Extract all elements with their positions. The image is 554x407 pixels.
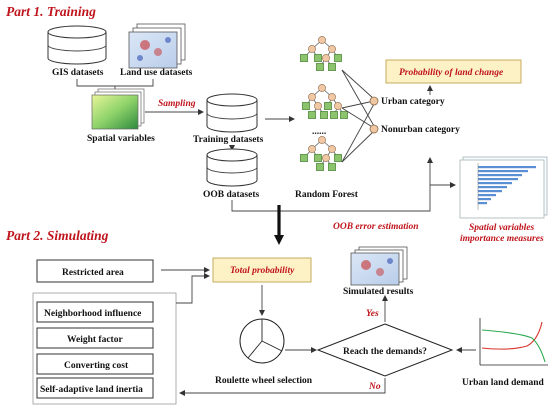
tree-leaf	[316, 163, 324, 171]
tree-leaf	[300, 154, 308, 162]
random-forest-label: Random Forest	[295, 190, 359, 200]
decision-tree-3	[300, 136, 342, 171]
part1-title: Part 1. Training	[6, 4, 96, 19]
gis-datasets-cylinder	[47, 25, 107, 65]
converting-cost-label: Converting cost	[64, 361, 129, 371]
tree-node	[322, 54, 330, 62]
importance-chart-thumbnail	[459, 156, 548, 219]
roulette-wheel-label: Roulette wheel selection	[215, 376, 313, 386]
tree-leaf	[314, 54, 322, 62]
yes-label: Yes	[366, 309, 379, 319]
self-adaptive-inertia-box	[36, 377, 154, 399]
tree-leaf	[328, 63, 336, 71]
urban-category-label: Urban category	[381, 97, 445, 107]
tree-leaf	[328, 163, 336, 171]
weight-factor-box	[36, 327, 154, 349]
oob-error-label: OOB error estimation	[333, 222, 419, 232]
tree-leaf	[314, 154, 322, 162]
total-probability-label: Total probability	[230, 266, 295, 276]
oob-datasets-label: OOB datasets	[203, 190, 260, 200]
tree-leaf	[300, 54, 308, 62]
roulette-wheel	[239, 318, 285, 364]
reach-demands-diamond	[316, 323, 454, 377]
tree-node	[318, 36, 326, 44]
urban-land-demand-chart	[479, 318, 548, 366]
tree-leaf	[330, 111, 338, 119]
decision-tree-2	[302, 84, 348, 119]
converting-cost-box	[36, 353, 154, 375]
tree-leaf	[340, 111, 348, 119]
tree-node	[334, 102, 342, 110]
sampling-label: Sampling	[158, 99, 196, 109]
simulated-results-stack	[350, 246, 408, 286]
tree-node	[308, 45, 316, 53]
gis-datasets-label: GIS datasets	[52, 68, 104, 78]
tree-node	[308, 93, 316, 101]
tree-node	[318, 136, 326, 144]
factors-group	[32, 292, 177, 405]
neighborhood-influence-box	[36, 301, 154, 323]
tree-ellipsis: ......	[312, 127, 326, 137]
tree-leaf	[316, 63, 324, 71]
probability-land-change-box	[385, 59, 522, 84]
tree-node	[328, 145, 336, 153]
tree-leaf	[324, 102, 332, 110]
training-datasets-cylinder	[206, 93, 258, 133]
tree-node	[314, 102, 322, 110]
part2-title: Part 2. Simulating	[6, 228, 109, 243]
tree-node	[318, 84, 326, 92]
tree-node	[328, 93, 336, 101]
land-use-datasets-label: Land use datasets	[120, 68, 193, 78]
tree-leaf	[334, 54, 342, 62]
no-label: No	[368, 382, 381, 392]
neighborhood-influence-label: Neighborhood influence	[44, 309, 141, 319]
nonurban-category-label: Nonurban category	[381, 125, 460, 135]
importance-label-line1: Spatial variables	[469, 223, 534, 233]
training-datasets-label: Training datasets	[193, 135, 264, 145]
restricted-area-box	[36, 259, 154, 283]
decision-tree-1	[300, 36, 342, 71]
tree-node	[322, 154, 330, 162]
oob-datasets-cylinder	[206, 148, 258, 187]
land-use-map-stack	[128, 23, 186, 69]
total-probability-box	[212, 257, 312, 283]
reach-demands-label: Reach the demands?	[343, 347, 427, 357]
self-adaptive-inertia-label: Self-adaptive land inertia	[40, 385, 143, 395]
tree-leaf	[308, 111, 316, 119]
tree-leaf	[302, 102, 310, 110]
tree-node	[328, 45, 336, 53]
restricted-area-label: Restricted area	[62, 268, 124, 278]
probability-land-change-label: Probability of land change	[399, 68, 504, 78]
tree-node	[308, 145, 316, 153]
importance-label-line2: importance measures	[460, 234, 544, 244]
urban-land-demand-label: Urban land demand	[462, 378, 545, 388]
spatial-variables-stack	[91, 88, 145, 130]
simulated-results-label: Simulated results	[343, 287, 414, 297]
spatial-variables-label: Spatial variables	[87, 134, 155, 144]
tree-leaf	[320, 111, 328, 119]
tree-leaf	[334, 154, 342, 162]
weight-factor-label: Weight factor	[67, 335, 123, 345]
